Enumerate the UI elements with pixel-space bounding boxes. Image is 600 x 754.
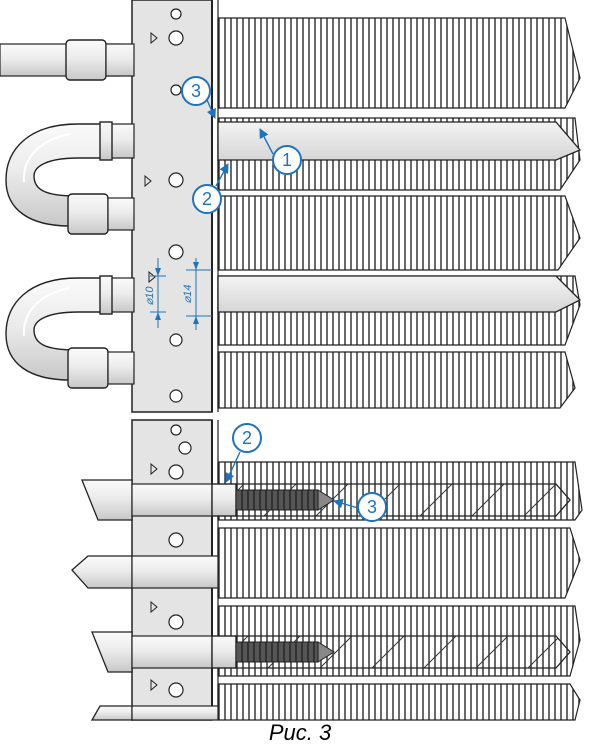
callout-3-top: 3 xyxy=(181,76,211,106)
svg-text:2: 2 xyxy=(202,189,212,209)
tube-row-1 xyxy=(0,39,135,81)
svg-text:3: 3 xyxy=(367,497,377,517)
tube-row-2 xyxy=(99,121,582,161)
tube-row-4 xyxy=(99,275,582,315)
dim-inner-diameter: ⌀10 xyxy=(144,286,156,306)
tube-section-3 xyxy=(91,631,571,673)
fin-blocks-top xyxy=(217,17,581,409)
callout-2-top: 2 xyxy=(192,184,222,214)
svg-text:3: 3 xyxy=(191,81,201,101)
callout-leaders-top xyxy=(206,99,274,187)
bottom-view: 2 3 xyxy=(71,419,583,721)
callout-1-top: 1 xyxy=(272,145,302,175)
top-view: ⌀10 ⌀14 1 3 2 xyxy=(0,0,582,413)
tube-row-5 xyxy=(67,347,135,389)
dimension-annotations: ⌀10 ⌀14 xyxy=(144,258,212,330)
tube-section-1 xyxy=(81,479,571,521)
tube-section-2 xyxy=(71,555,219,589)
callout-2-bottom: 2 xyxy=(232,423,262,453)
svg-text:2: 2 xyxy=(242,428,252,448)
svg-text:1: 1 xyxy=(282,150,292,170)
tube-section-4 xyxy=(90,705,219,721)
callout-leaders-bottom xyxy=(225,451,359,509)
figure-caption: Рис. 3 xyxy=(268,720,332,745)
callout-3-bottom: 3 xyxy=(357,492,387,522)
tube-row-3 xyxy=(67,193,135,235)
dim-outer-diameter: ⌀14 xyxy=(182,285,194,304)
